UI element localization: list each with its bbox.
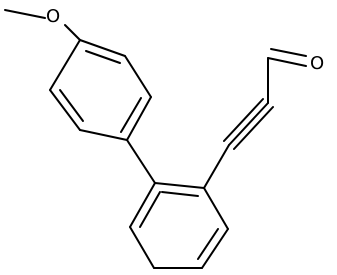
ring-b-inner-double-bond — [197, 228, 219, 260]
ring-b-bond — [203, 187, 229, 230]
phenylene-ring — [129, 182, 229, 269]
ring-b-bond — [154, 182, 205, 189]
ring-a-bond — [79, 39, 126, 57]
ring-a-bond — [79, 129, 128, 141]
carbonyl-double-bond — [270, 48, 307, 57]
methyl-bond — [4, 9, 46, 19]
aldehyde-oxygen-label: O — [310, 53, 324, 74]
ring-b-bond — [129, 182, 156, 228]
ring-b-bond — [201, 228, 229, 269]
ring-b-inner-double-bond — [139, 191, 161, 228]
biaryl-bond — [126, 139, 156, 184]
triple-bond-line — [233, 106, 274, 150]
ring-a-bond — [124, 55, 152, 98]
ring-b-inner-double-bond — [161, 191, 199, 197]
ring-a-bond — [49, 89, 81, 131]
triple-bond-line — [223, 98, 264, 142]
ring-b-bond — [129, 226, 155, 269]
triple-bond-line — [228, 102, 269, 146]
carbonyl-double-bond — [267, 57, 307, 67]
propynal-chain: O — [203, 48, 324, 189]
ring-a-inner-double-bond — [85, 50, 121, 64]
ring-a-bond — [49, 39, 81, 91]
aryl-alkyne-bond — [203, 144, 230, 189]
methoxyphenyl-ring — [49, 39, 152, 141]
ring-a-bond — [126, 96, 152, 141]
ring-a-inner-double-bond — [59, 89, 84, 122]
ring-a-inner-double-bond — [120, 97, 142, 133]
oxygen-aryl-bond — [64, 24, 81, 41]
methoxy-oxygen-label: O — [46, 6, 60, 27]
methoxy-group: O — [4, 6, 81, 41]
